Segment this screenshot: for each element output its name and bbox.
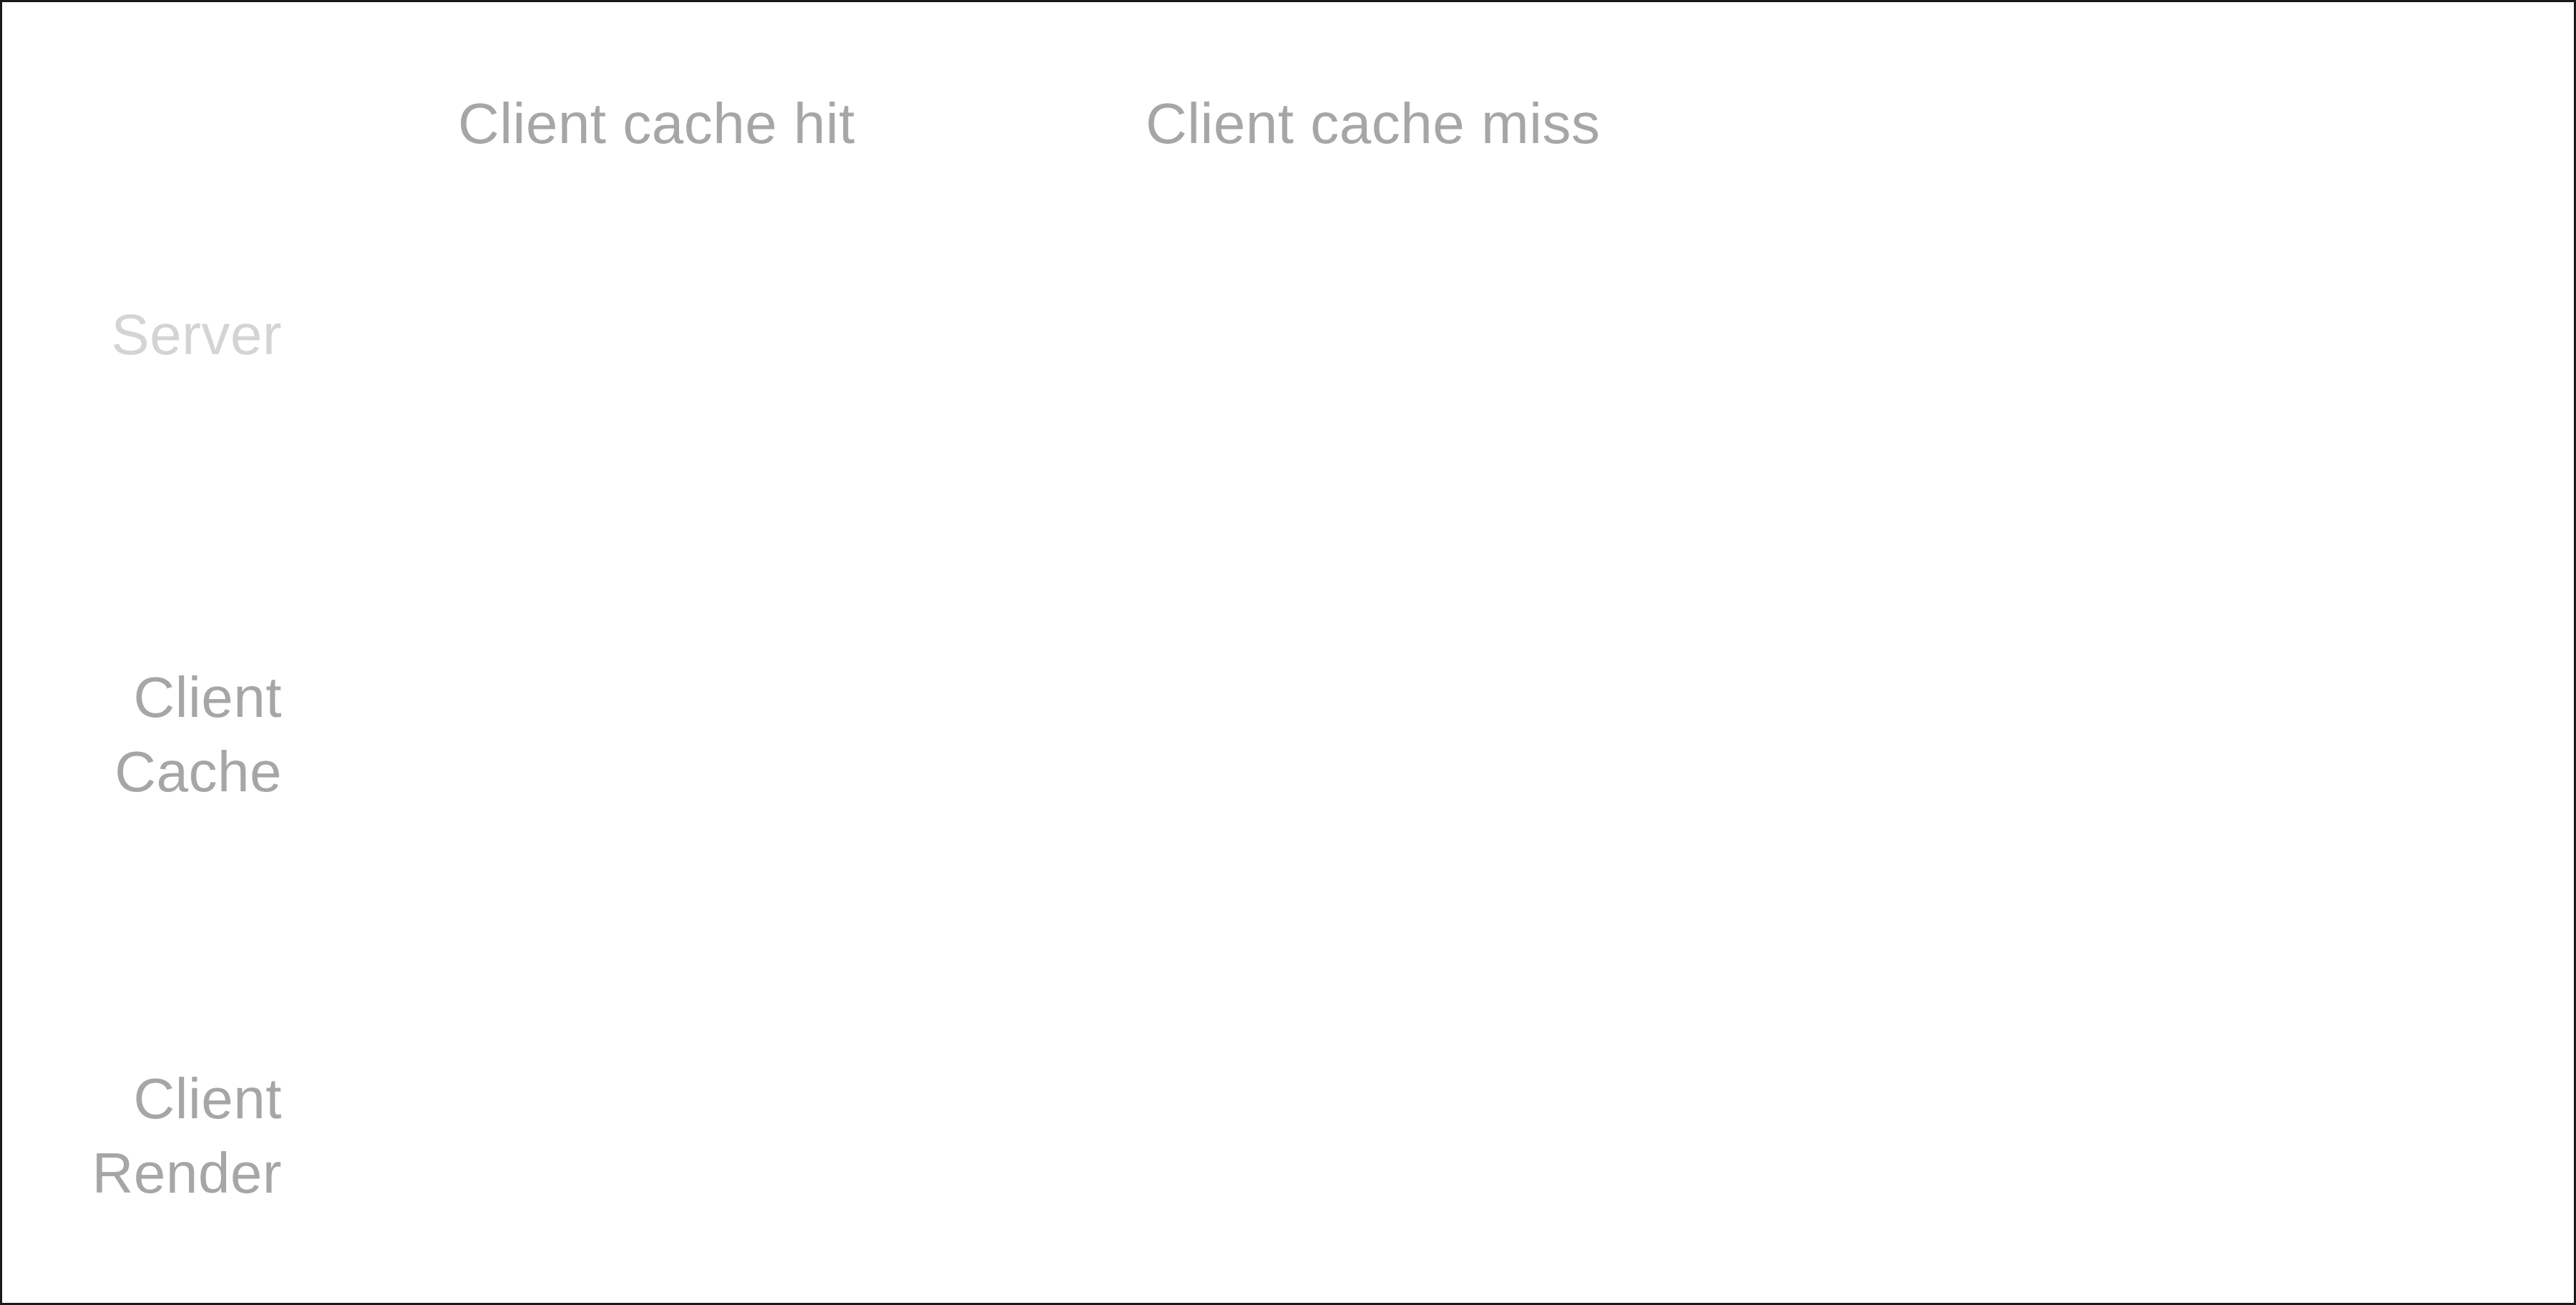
column-header-client-cache-miss: Client cache miss	[1146, 92, 1601, 155]
row-header-server: Server	[111, 303, 282, 366]
row-header-client-cache: Client Cache	[114, 660, 282, 809]
column-header-client-cache-hit: Client cache hit	[458, 92, 855, 155]
row-header-client-cache-line-2: Cache	[114, 740, 282, 803]
row-header-client-cache-line-1: Client	[133, 665, 282, 729]
row-header-client-render-line-1: Client	[133, 1067, 282, 1130]
row-header-client-render-line-2: Render	[92, 1141, 282, 1205]
row-header-client-render: Client Render	[92, 1062, 282, 1211]
